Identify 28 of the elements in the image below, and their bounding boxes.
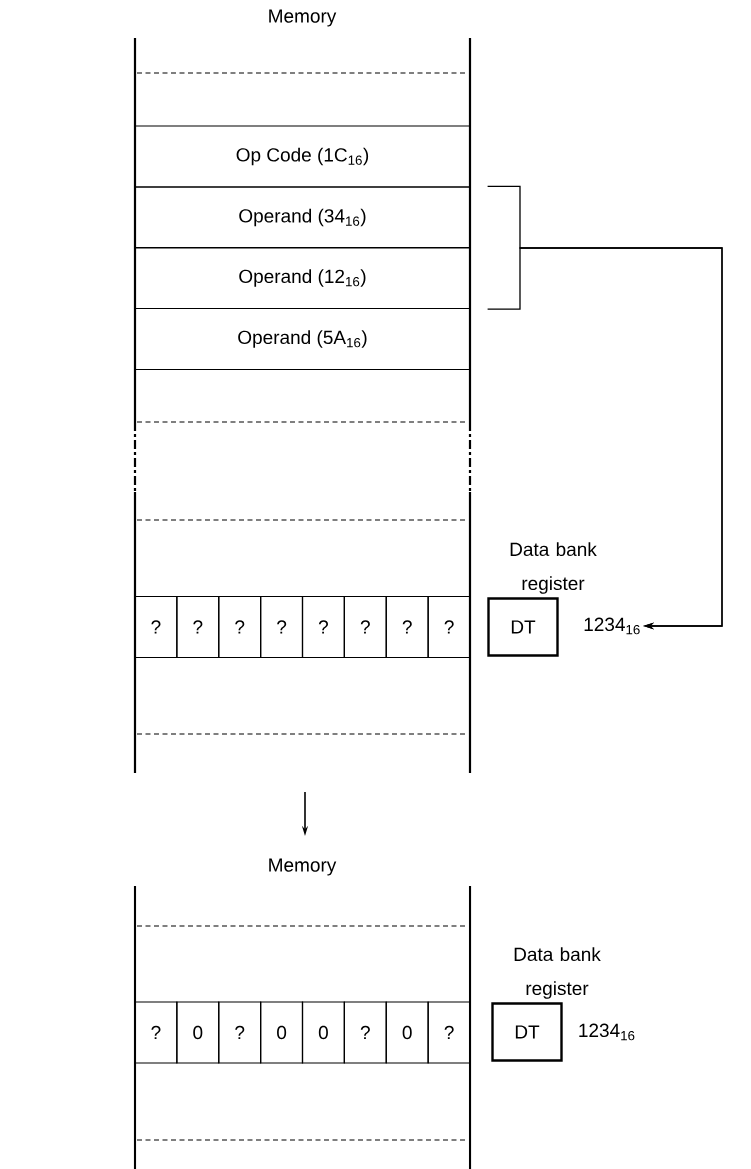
bit-cell: ? bbox=[134, 595, 178, 659]
register-box: DT bbox=[491, 1002, 563, 1062]
memory-row: Operand (5A$_{16}$) bbox=[134, 307, 471, 371]
bit-cell: ? bbox=[385, 595, 429, 659]
memory-row: Op Code (1C$_{16}$) bbox=[134, 125, 471, 188]
bit-cell: 0 bbox=[260, 1001, 304, 1064]
bit-cell: ? bbox=[176, 595, 220, 659]
bit-cell: ? bbox=[134, 1001, 178, 1064]
bit-cell: 0 bbox=[301, 1001, 345, 1064]
register-value: 1234$_{16}$ bbox=[579, 1023, 635, 1041]
memory-row: Operand (34$_{16}$) bbox=[134, 186, 471, 249]
bit-cell: ? bbox=[427, 1001, 471, 1064]
bit-cell: ? bbox=[343, 595, 387, 659]
bit-cell: ? bbox=[427, 595, 471, 659]
bit-cell: 0 bbox=[385, 1001, 429, 1064]
register-value: 1234$_{16}$ bbox=[584, 617, 640, 635]
register-box: DT bbox=[487, 597, 559, 657]
bit-cell: ? bbox=[218, 595, 262, 659]
register-heading: Data bank register bbox=[514, 947, 601, 999]
bit-cell: ? bbox=[301, 595, 345, 659]
bit-cell: ? bbox=[260, 595, 304, 659]
register-heading: Data bank register bbox=[510, 542, 597, 594]
memory-row: Operand (12$_{16}$) bbox=[134, 246, 471, 310]
bit-cell: ? bbox=[218, 1001, 262, 1064]
bit-cell: 0 bbox=[176, 1001, 220, 1064]
memory-title: Memory bbox=[269, 9, 337, 27]
bit-cell: ? bbox=[343, 1001, 387, 1064]
memory-title: Memory bbox=[269, 858, 337, 876]
